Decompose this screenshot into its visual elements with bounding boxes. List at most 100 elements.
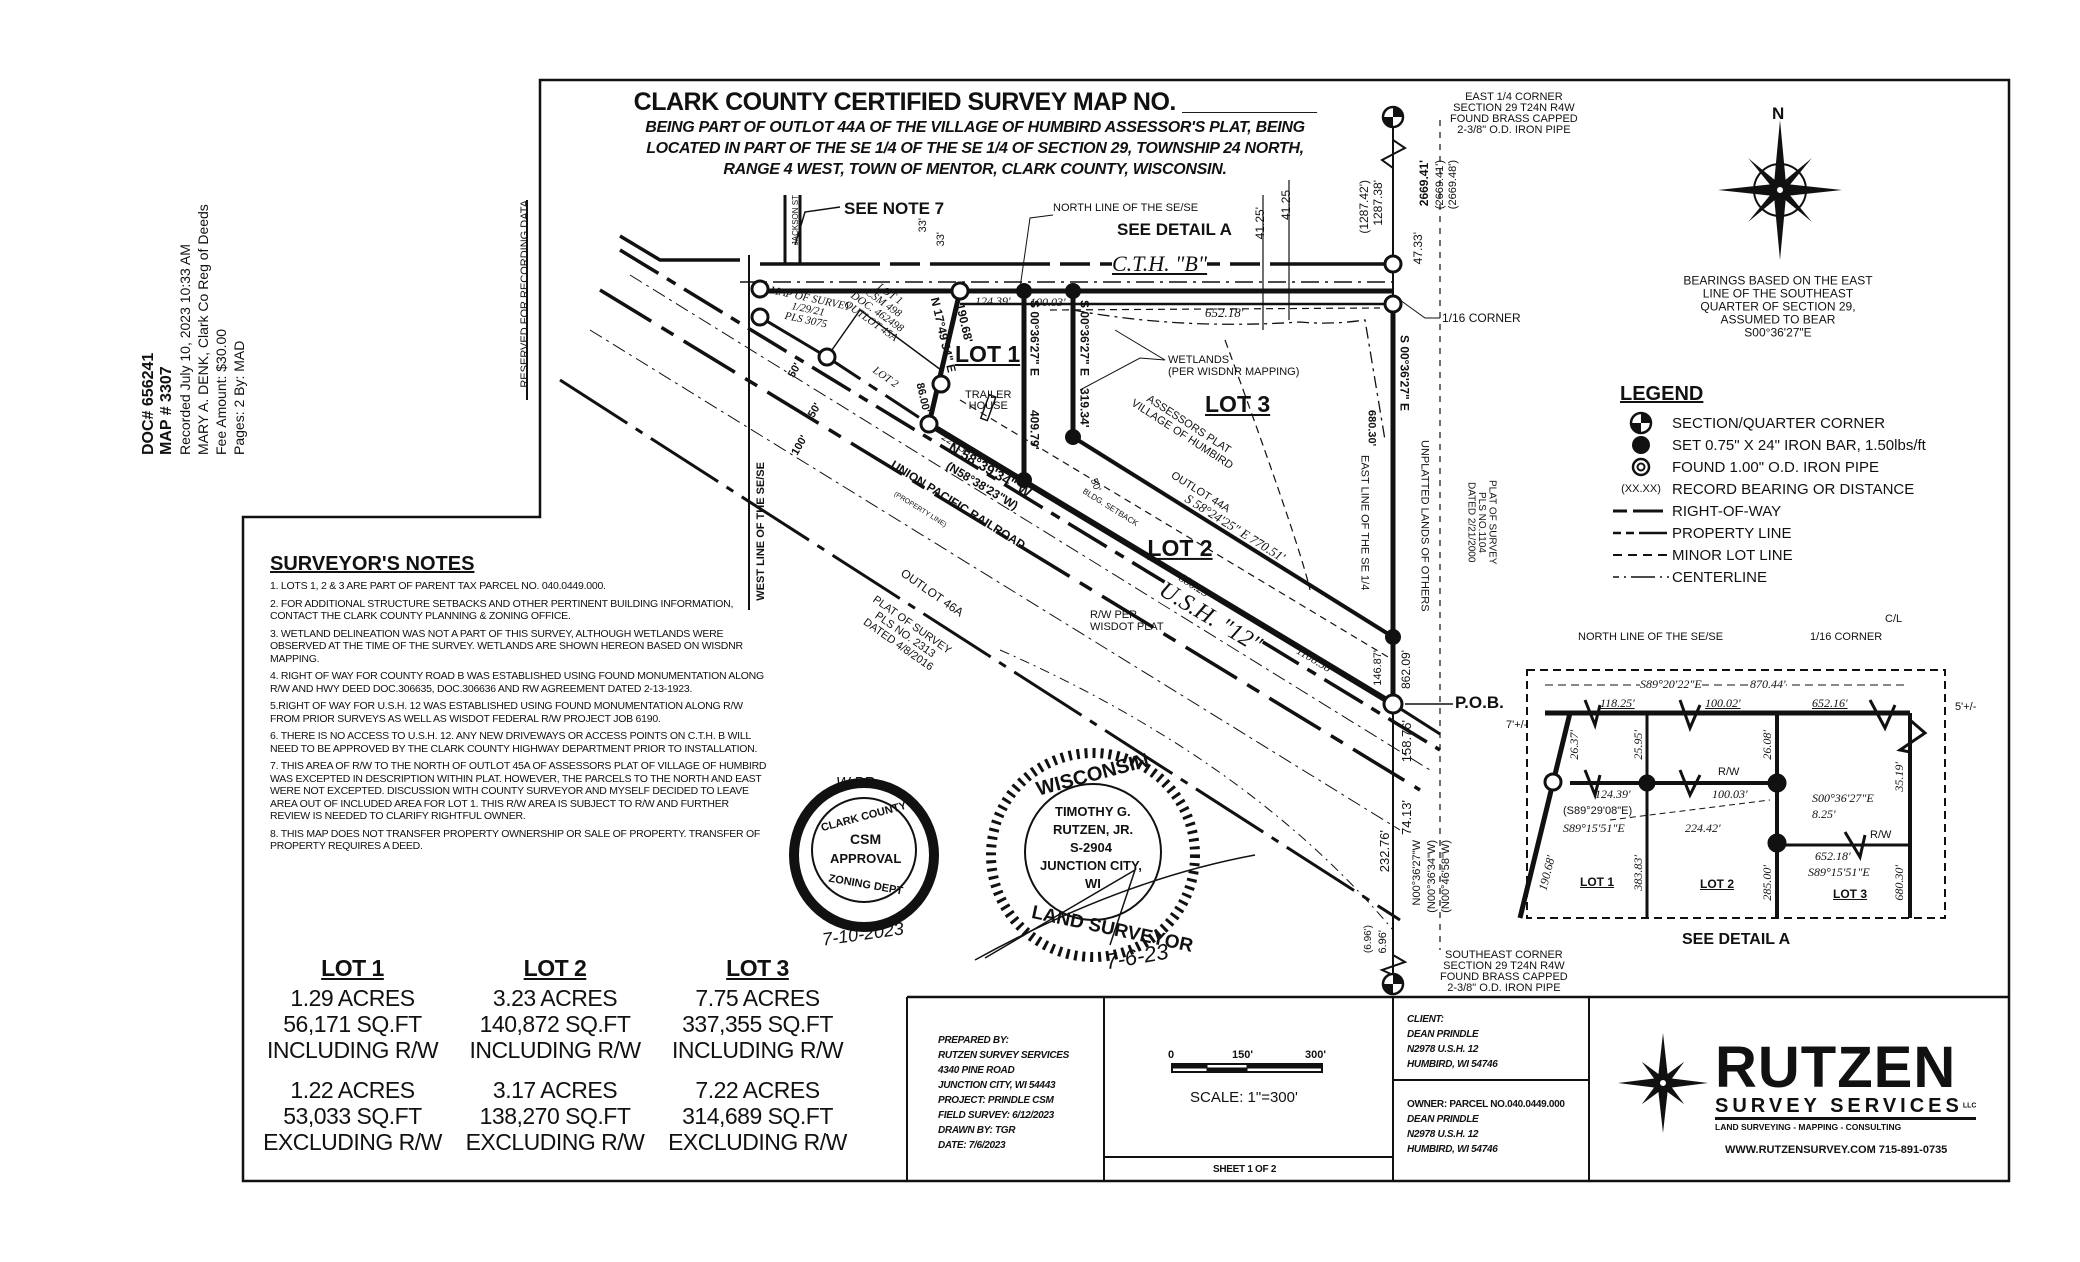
owner-line: OWNER: PARCEL NO.040.0449.000 bbox=[1407, 1099, 1565, 1110]
excl-acres: 7.22 ACRES bbox=[695, 1077, 820, 1103]
excl-sqft: 138,270 SQ.FT bbox=[479, 1103, 631, 1129]
wetlands-boundary bbox=[1072, 309, 1386, 441]
east-corner-line-2: SECTION 29 T24N R4W bbox=[1453, 102, 1575, 114]
east-quarter-corner-label: EAST 1/4 CORNER SECTION 29 T24N R4W FOUN… bbox=[1450, 92, 1578, 136]
east-corner-line-4: 2-3/8" O.D. IRON PIPE bbox=[1457, 124, 1571, 136]
detail-dim-100-03: 100.03' bbox=[1712, 787, 1748, 801]
detail-dim-118-25: 118.25' bbox=[1600, 696, 1635, 710]
incl-label: INCLUDING R/W bbox=[671, 1037, 844, 1063]
east-line-label: EAST LINE OF THE SE 1/4 bbox=[1358, 455, 1371, 591]
incl-acres: 3.23 ACRES bbox=[492, 985, 618, 1011]
dim-146-87: 146.87' bbox=[1372, 650, 1384, 686]
company-logo: RUTZEN SURVEY SERVICESLLC LAND SURVEYING… bbox=[1715, 1039, 1985, 1156]
southeast-corner-label: SOUTHEAST CORNER SECTION 29 T24N R4W FOU… bbox=[1440, 950, 1568, 994]
lot-areas: LOT 1 1.29 ACRES 56,171 SQ.FT INCLUDING … bbox=[255, 955, 855, 1155]
trailer-line-1: TRAILER bbox=[965, 389, 1012, 401]
incl-label: INCLUDING R/W bbox=[266, 1037, 439, 1063]
legend-heading: LEGEND bbox=[1620, 383, 1704, 405]
surveyors-notes: SURVEYOR'S NOTES 1. LOTS 1, 2 & 3 ARE PA… bbox=[270, 553, 770, 858]
trailer-house-outline bbox=[979, 393, 997, 422]
legend-item: FOUND 1.00" O.D. IRON PIPE bbox=[1610, 456, 1990, 478]
dim-41-25b: 41.25 bbox=[1279, 190, 1293, 221]
owner-line: DEAN PRINDLE bbox=[1407, 1114, 1479, 1125]
note-2: 2. FOR ADDITIONAL STRUCTURE SETBACKS AND… bbox=[270, 597, 734, 623]
legend-item: PROPERTY LINE bbox=[1610, 522, 1990, 544]
wetlands-label: WETLANDS (PER WISDNR MAPPING) bbox=[1168, 354, 1299, 378]
sheet-border bbox=[241, 78, 2011, 1183]
lot-area-heading: LOT 1 bbox=[321, 955, 384, 981]
detail-dim-224-42: 224.42' bbox=[1685, 821, 1721, 835]
dim-33a: 33' bbox=[917, 218, 929, 233]
legend-item: SET 0.75" X 24" IRON BAR, 1.50lbs/ft bbox=[1610, 434, 1990, 456]
incl-sqft: 56,171 SQ.FT bbox=[283, 1011, 422, 1037]
plat-1104-label: PLAT OF SURVEY PLS NO.1104 DATED 2/21/20… bbox=[1465, 480, 1498, 564]
east-line-bearing: S 00°36'27" E bbox=[1397, 335, 1412, 412]
legend-label: SECTION/QUARTER CORNER bbox=[1672, 414, 1886, 432]
excl-label: EXCLUDING R/W bbox=[263, 1129, 442, 1155]
prepared-line: PROJECT: PRINDLE CSM bbox=[938, 1095, 1054, 1106]
prepared-line: JUNCTION CITY, WI 54443 bbox=[938, 1080, 1056, 1091]
detail-dim-35-19: 35.19' bbox=[1892, 762, 1906, 792]
dim-6-96: 6.96' bbox=[1377, 930, 1389, 954]
dim-409-79: 409.79' bbox=[1027, 410, 1042, 450]
excl-sqft: 314,689 SQ.FT bbox=[682, 1103, 833, 1129]
plat-1104-line-3: DATED 2/21/2000 bbox=[1465, 482, 1477, 563]
reserved-recording-label: RESERVED FOR RECORDING DATA bbox=[519, 200, 531, 388]
client-line: CLIENT: bbox=[1407, 1014, 1444, 1025]
sixteenth-corner-label: 1/16 CORNER bbox=[1442, 311, 1521, 325]
rw-wisdot-line-1: R/W PER bbox=[1090, 609, 1138, 621]
dim-74-13: 74.13' bbox=[1399, 800, 1414, 836]
map-title: CLARK COUNTY CERTIFIED SURVEY MAP NO. __… bbox=[560, 88, 1390, 180]
jackson-st-label: JACKSON ST bbox=[791, 195, 800, 246]
record-6-96: (6.96') bbox=[1363, 925, 1374, 954]
scale-bar bbox=[1171, 1063, 1323, 1073]
ush12-north-row bbox=[927, 421, 1395, 707]
company-subtitle: SURVEY SERVICESLLC bbox=[1715, 1095, 1977, 1120]
legend: LEGEND SECTION/QUARTER CORNER SET 0.75" … bbox=[1610, 383, 1990, 588]
centerline-icon bbox=[1610, 574, 1672, 580]
record-symbol: (XX.XX) bbox=[1621, 483, 1661, 495]
scale-tick-0: 0 bbox=[1168, 1049, 1175, 1061]
client-block: CLIENT: DEAN PRINDLE N2978 U.S.H. 12 HUM… bbox=[1407, 1012, 1498, 1072]
plat-1104-line-2: PLS NO.1104 bbox=[1476, 491, 1487, 553]
company-sub-text: SURVEY SERVICES bbox=[1715, 1095, 1963, 1117]
trailer-line-2: HOUSE bbox=[968, 400, 1008, 412]
detail-sixteenth-corner: 1/16 CORNER bbox=[1810, 631, 1883, 643]
detail-dim-100-02: 100.02' bbox=[1705, 696, 1741, 710]
se-corner-line-3: FOUND BRASS CAPPED bbox=[1440, 971, 1568, 983]
detail-bearing-short: S00°36'27"E bbox=[1812, 791, 1874, 805]
company-tagline: LAND SURVEYING - MAPPING - CONSULTING bbox=[1715, 1121, 1902, 1132]
trailer-house-label: TRAILER HOUSE bbox=[965, 390, 1011, 412]
north-label: N bbox=[1772, 104, 1785, 123]
detail-north-line: NORTH LINE OF THE SE/SE bbox=[1578, 631, 1724, 643]
detail-a-caption: SEE DETAIL A bbox=[1682, 931, 1791, 948]
legend-label: PROPERTY LINE bbox=[1672, 524, 1792, 542]
title-sub-3: RANGE 4 WEST, TOWN OF MENTOR, CLARK COUN… bbox=[723, 161, 1227, 178]
pob-label: P.O.B. bbox=[1455, 693, 1504, 712]
note-8: 8. THIS MAP DOES NOT TRANSFER PROPERTY O… bbox=[270, 827, 761, 853]
lot1-west-line bbox=[926, 290, 963, 425]
dim-158-76: 158.76' bbox=[1399, 720, 1414, 763]
county-stamp-csm: CSM bbox=[850, 831, 882, 847]
lot1-east-bearing: S 00°36'27" E bbox=[1027, 300, 1042, 377]
client-line: HUMBIRD, WI 54746 bbox=[1407, 1059, 1498, 1070]
legend-label: FOUND 1.00" O.D. IRON PIPE bbox=[1672, 458, 1880, 476]
record-bearing-south-1: (N00°36'34"W) bbox=[1426, 840, 1438, 913]
detail-cl: C/L bbox=[1885, 613, 1903, 625]
dim-680-30: 680.30' bbox=[1365, 410, 1378, 447]
bearing-south: N00°36'27"W bbox=[1411, 840, 1423, 906]
iron-bar-icon bbox=[1610, 434, 1672, 456]
wetlands-line-1: WETLANDS bbox=[1168, 354, 1230, 366]
detail-dim-652-16: 652.16' bbox=[1812, 696, 1848, 710]
record-1287-42: (1287.42') bbox=[1357, 180, 1371, 234]
scale-tick-150: 150' bbox=[1232, 1049, 1253, 1061]
incl-acres: 1.29 ACRES bbox=[290, 985, 415, 1011]
detail-dim-870-44: 870.44' bbox=[1750, 677, 1786, 691]
detail-dim-124-39: 124.39' bbox=[1595, 787, 1631, 801]
right-of-way-line-icon bbox=[1610, 508, 1672, 514]
east-corner-line-1: EAST 1/4 CORNER bbox=[1465, 91, 1563, 103]
excl-label: EXCLUDING R/W bbox=[668, 1129, 847, 1155]
dim-100-03: 100.03' bbox=[1030, 295, 1066, 309]
surveyor-seal bbox=[974, 748, 1256, 962]
